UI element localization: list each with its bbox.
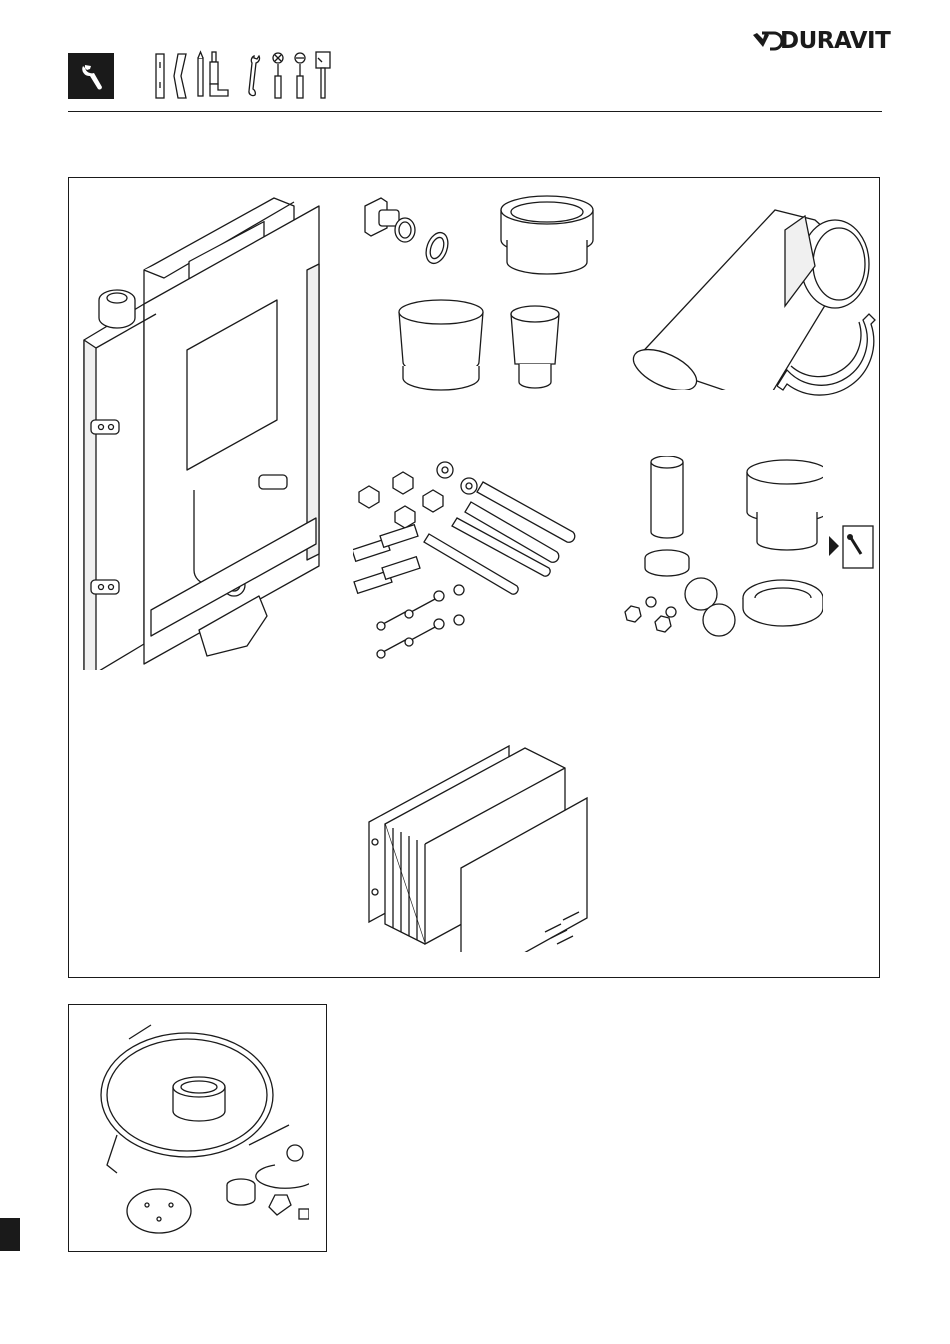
- installation-box: [365, 742, 595, 952]
- phillips-screwdriver-icon: [273, 53, 283, 98]
- flat-screwdriver-icon: [295, 53, 305, 98]
- scope-of-delivery-frame: [68, 177, 880, 978]
- bend-bracket: [777, 308, 887, 408]
- pipe-connector: [497, 190, 597, 290]
- electrical-kit-frame: [68, 1004, 327, 1252]
- reducer-sleeve: [395, 296, 487, 400]
- folding-rule-icon: [174, 54, 186, 98]
- wall-frame-cistern: [79, 190, 329, 670]
- connector-sleeve: [507, 302, 563, 396]
- spatula-icon: [316, 52, 330, 98]
- pencil-icon: [198, 52, 203, 96]
- brand-wordmark: DURAVIT: [780, 28, 890, 54]
- manual-reference-icon: [829, 524, 877, 570]
- drill-icon: [210, 52, 228, 96]
- drain-accessories: [623, 456, 823, 666]
- tool-icons: [150, 48, 360, 104]
- level-icon: [156, 54, 164, 98]
- header-divider: [68, 111, 882, 112]
- angle-valve: [357, 194, 457, 274]
- page-header: DURAVIT: [0, 0, 950, 115]
- page-tab-marker: [0, 1218, 20, 1251]
- wrench-icon: [249, 56, 260, 96]
- electrical-kit: [89, 1015, 309, 1243]
- fixing-kit: [353, 456, 613, 666]
- duravit-logo: DURAVIT: [750, 25, 890, 61]
- wrench-icon: [68, 53, 114, 99]
